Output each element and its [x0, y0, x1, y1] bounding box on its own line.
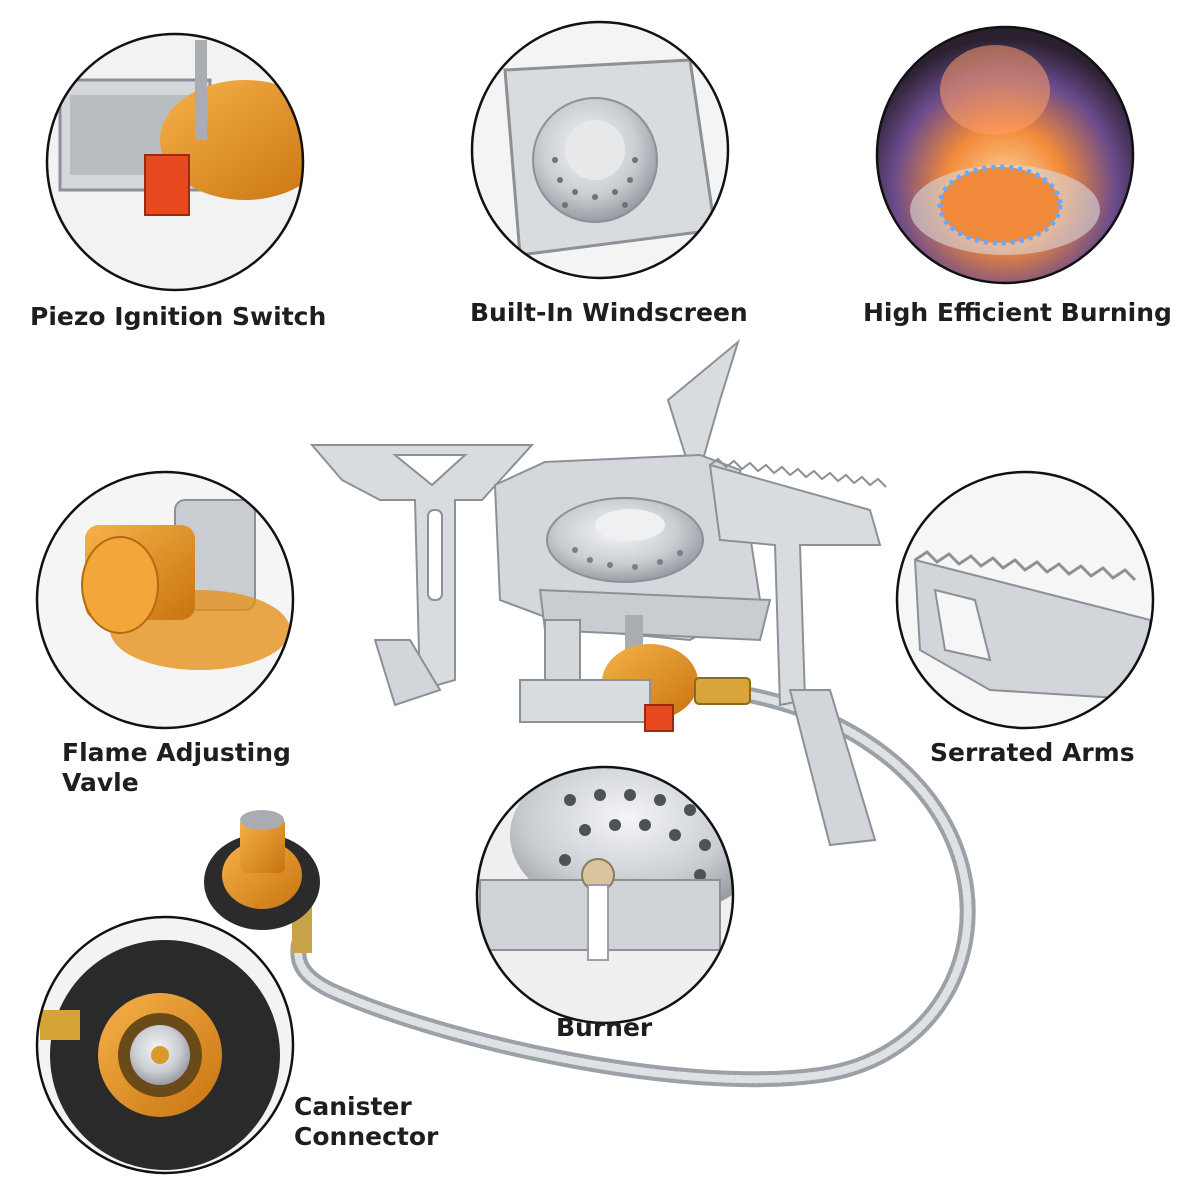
burner-label: Burner: [556, 1013, 653, 1042]
serrated-arms-detail-image: [895, 470, 1155, 730]
flame-valve-detail-image: [35, 470, 295, 730]
serrated-arms-label: Serrated Arms: [930, 738, 1135, 767]
efficient-burning-detail-image: [875, 25, 1135, 285]
canister-adapter: [204, 810, 320, 953]
efficient-burning-label: High Efficient Burning: [863, 298, 1172, 327]
piezo-ignition-label: Piezo Ignition Switch: [30, 302, 327, 331]
flame-valve-label-line1: Flame Adjusting: [62, 738, 291, 767]
canister-connector-label-line1: Canister: [294, 1092, 412, 1121]
canister-connector-detail-image: [35, 915, 295, 1175]
flame-valve-label-line2: Vavle: [62, 768, 139, 797]
windscreen-detail-image: [470, 20, 730, 280]
camping-stove-main-image: [204, 339, 976, 1088]
burner-detail-image: [475, 765, 735, 1025]
canister-connector-label-line2: Connector: [294, 1122, 439, 1151]
piezo-ignition-detail-image: [45, 32, 305, 292]
windscreen-label: Built-In Windscreen: [470, 298, 748, 327]
